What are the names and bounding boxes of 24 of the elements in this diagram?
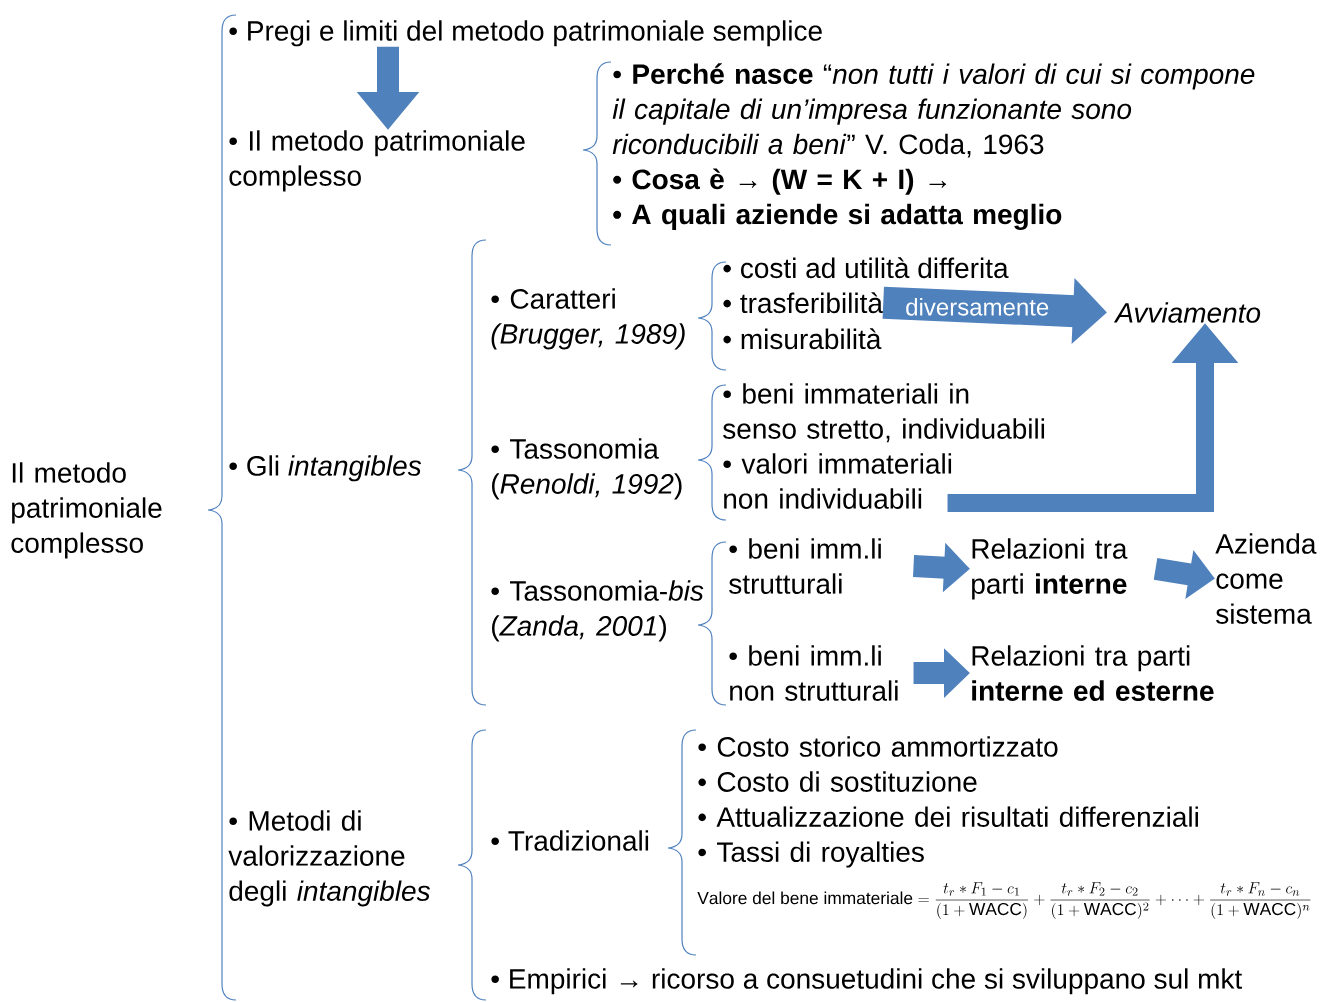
bullet-item: • Metodi di valorizzazione degli intangibles [228,810,431,907]
bullet-item: • beni imm.li non strutturali [729,645,898,701]
bullet-item: • Il metodo patrimoniale complesso [229,130,525,192]
result-text: Azienda come sistema [1215,533,1317,624]
topic-text: Il metodo patrimoniale complesso [11,462,162,559]
bullet-list: • Costo storico ammortizzato • Costo di sostituzione • Attualizzazione dei risultati differenziali • Tassi di royalties [698,736,1198,868]
bullet-list: • Perché nasce “non tutti i valori di cui si compone il capitale di un’impresa funzionante sono riconducibili a beni” V. Coda, 1963 • Cosa è → (W = K + I) → • A quali aziende si adatta meglio [612,63,1255,230]
bullet-item: • Caratteri (Brugger, 1989) [491,288,685,350]
bullet-item: • Tassonomia-bis (Zanda, 2001) [491,580,704,642]
bullet-item: • beni immateriali in senso stretto, individuabili [723,383,1045,443]
bullet-item: • Pregi e limiti del metodo patrimoniale semplice [229,20,822,47]
bullet-item: • Gli intangibles [229,455,422,482]
bullet-item: • beni imm.li strutturali [729,538,881,594]
bullet-item: • Tradizionali [491,830,649,851]
bullet-item: • trasferibilità [723,292,883,314]
bullet-item: • Tassonomia (Renoldi, 1992) [491,438,682,500]
bullet-item: • valori immateriali non individuabili [723,453,952,509]
bullet-item: • costi ad utilità differita [723,257,1009,279]
result-text: Relazioni tra parti interne [972,538,1128,600]
result-text: Relazioni tra parti interne ed esterne [972,645,1214,701]
formula: $\mathrm{Valore\ del\ bene\ immateriale} = \frac{t_r * F_1 - c_1}{(1+\mathrm{WACC})} + \frac{t_r * F_2 - c_2}{(1+\mathrm{WACC})^2} + \cdots + \frac{t_r * F_n - c_n}{(1+\mathrm{WACC})^n}$ [697,882,1311,919]
bullet-item: • Empirici → ricorso a consuetudini che si sviluppano sul mkt [491,968,1242,995]
bullet-item: • misurabilità [723,328,882,350]
result-text: Avviamento [1113,302,1261,323]
